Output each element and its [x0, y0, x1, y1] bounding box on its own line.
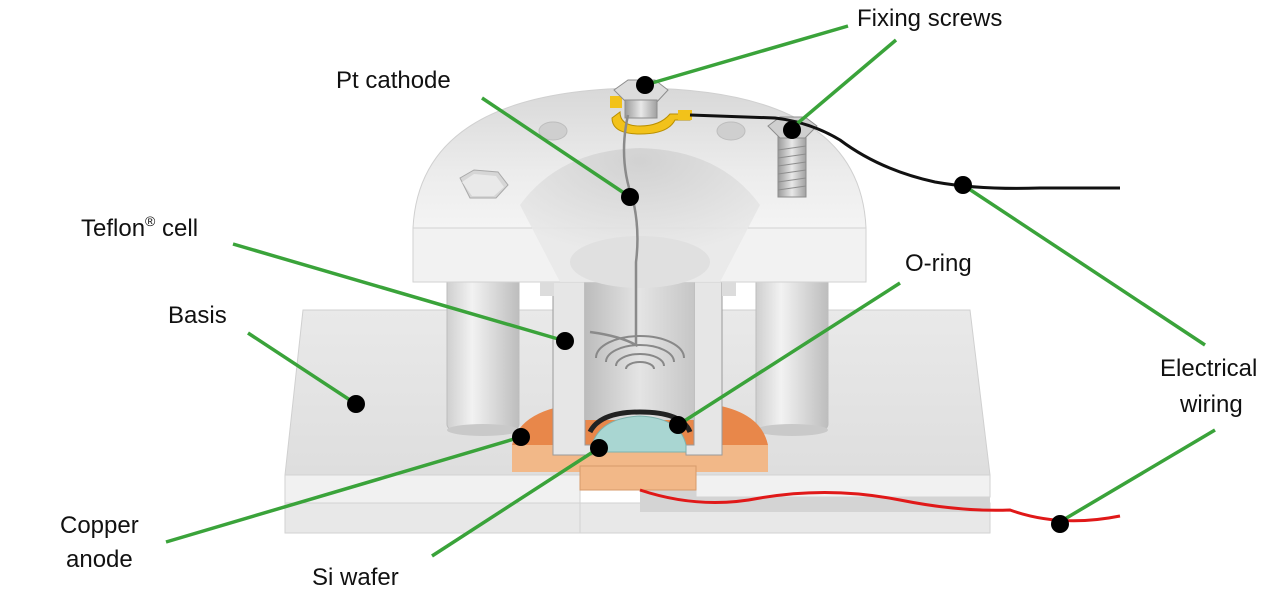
marker-teflon-cell [556, 332, 574, 350]
markers [347, 76, 1069, 533]
marker-fixing-screw-right [783, 121, 801, 139]
support-columns [446, 269, 829, 436]
label-teflon-text: Teflon [81, 215, 146, 242]
marker-basis [347, 395, 365, 413]
marker-electrical-wiring-black [954, 176, 972, 194]
label-o-ring: O-ring [905, 250, 972, 277]
marker-fixing-screw-top [636, 76, 654, 94]
label-fixing-screws: Fixing screws [857, 5, 1003, 32]
label-pt-cathode: Pt cathode [336, 67, 451, 94]
label-teflon-cell: Teflon® cell [81, 212, 198, 246]
black-wire [689, 113, 1120, 190]
si-wafer [591, 415, 687, 453]
marker-o-ring [669, 416, 687, 434]
label-copper-line1: Copper [60, 512, 139, 539]
label-copper-line2: anode [66, 546, 133, 573]
red-wire [639, 488, 1121, 523]
marker-pt-cathode [621, 188, 639, 206]
label-basis: Basis [168, 302, 227, 329]
marker-copper-anode [512, 428, 530, 446]
label-si-wafer: Si wafer [312, 564, 399, 591]
marker-si-wafer [590, 439, 608, 457]
label-electrical-line2: wiring [1180, 391, 1243, 418]
marker-electrical-wiring-red [1051, 515, 1069, 533]
top-lid [412, 87, 867, 296]
pt-cathode-wire [589, 114, 639, 348]
label-teflon-mark: ® [145, 213, 156, 229]
label-electrical-line1: Electrical [1160, 355, 1258, 382]
label-teflon-suffix: cell [155, 215, 199, 242]
leader-lines [165, 24, 1216, 558]
